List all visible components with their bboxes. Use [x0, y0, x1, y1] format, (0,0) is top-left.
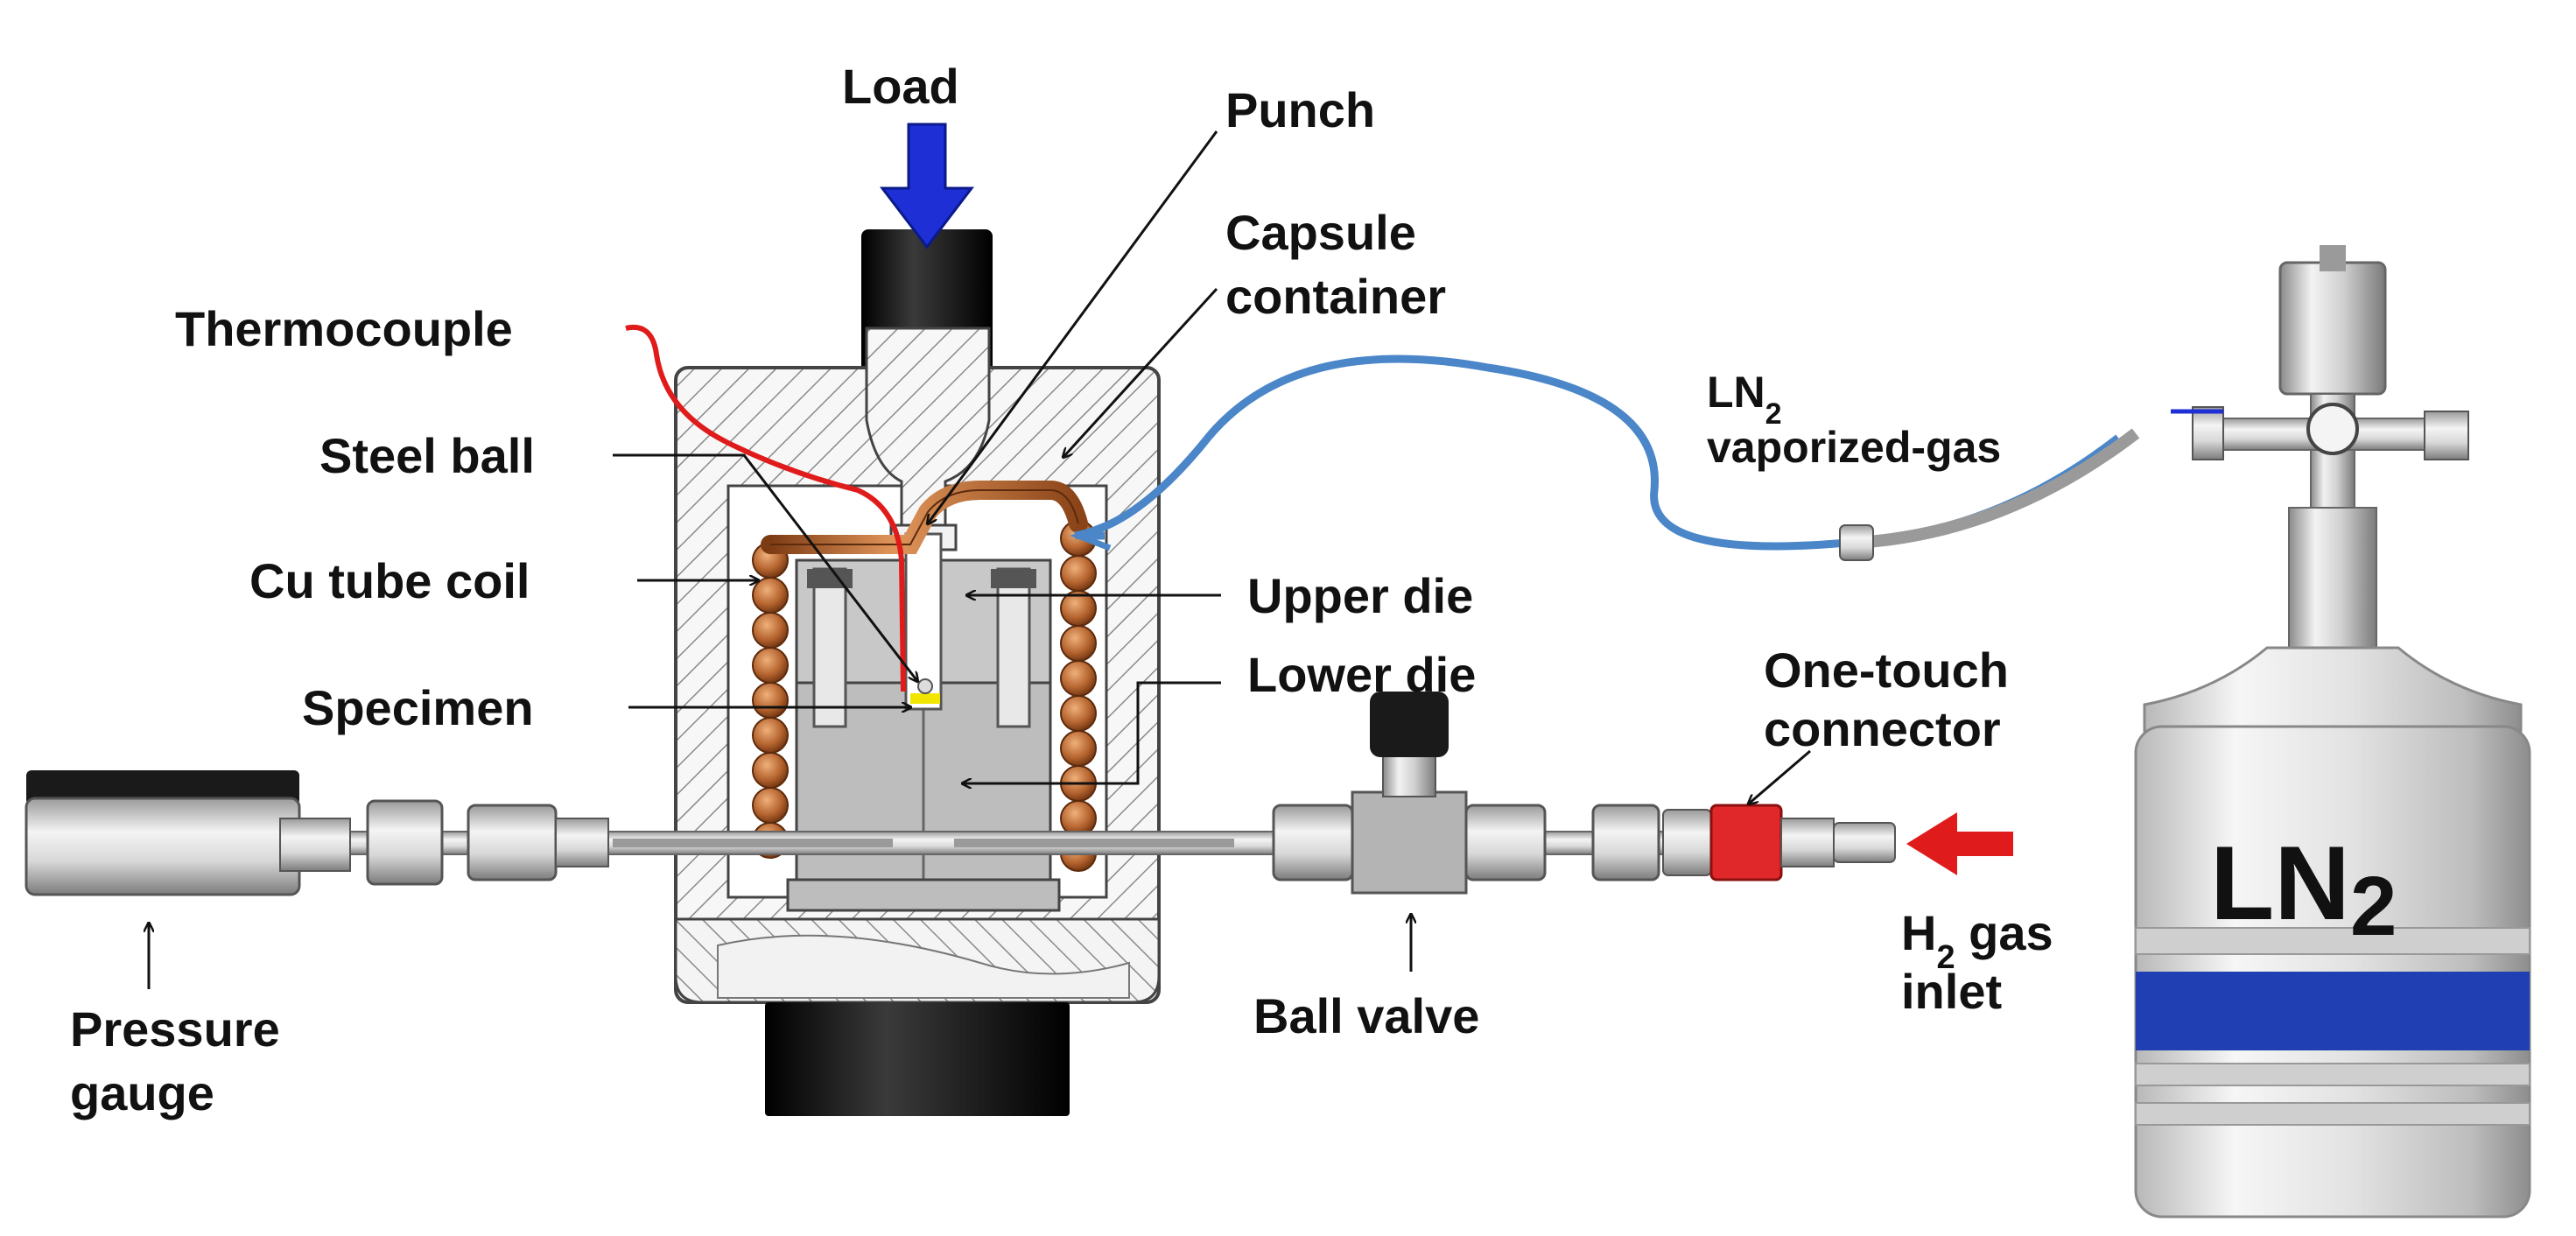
- label-ln2-gas-line2: vaporized-gas: [1707, 423, 2001, 472]
- coil-turn-left: [752, 612, 789, 649]
- coil-turn-left: [752, 647, 789, 684]
- coil-turn-left: [752, 752, 789, 789]
- load-arrow: [879, 123, 975, 249]
- coil-turn-left: [752, 577, 789, 614]
- ln2-metal-hose: [1855, 428, 2140, 549]
- label-steel-ball: Steel ball: [319, 428, 535, 483]
- pressure-gauge: [25, 770, 351, 896]
- label-lower-die: Lower die: [1247, 647, 1476, 702]
- label-ln2-gas-line1: LN2: [1707, 368, 1782, 431]
- coil-turn-right: [1060, 695, 1097, 732]
- label-one-touch-line2: connector: [1764, 701, 2001, 756]
- label-h2-inlet-line1: H2 gas: [1901, 905, 2053, 976]
- coil-turn-left: [752, 682, 789, 719]
- label-load: Load: [842, 59, 959, 114]
- right-fittings: [1591, 804, 1896, 881]
- coil-turn-right: [1060, 660, 1097, 697]
- coil-turn-left: [752, 717, 789, 754]
- h2-inlet-arrow: [1906, 812, 2013, 875]
- label-capsule-line1: Capsule: [1225, 205, 1416, 260]
- coil-turn-right: [1060, 555, 1097, 592]
- label-pressure-line1: Pressure: [70, 1001, 280, 1057]
- coil-turn-right: [1060, 730, 1097, 767]
- label-one-touch-line1: One-touch: [1764, 643, 2009, 698]
- label-cu-tube-coil: Cu tube coil: [249, 553, 530, 608]
- steel-ball: [917, 678, 933, 694]
- label-ln2-tank: LN2: [2210, 825, 2397, 953]
- coil-turn-left: [752, 787, 789, 824]
- label-h2-inlet-line2: inlet: [1901, 964, 2002, 1019]
- label-specimen: Specimen: [302, 680, 534, 735]
- thermocouple-wire: [625, 324, 906, 692]
- label-punch: Punch: [1225, 82, 1375, 137]
- label-upper-die: Upper die: [1247, 568, 1473, 623]
- coil-turn-right: [1060, 625, 1097, 662]
- label-pressure-line2: gauge: [70, 1065, 214, 1120]
- bottom-support: [765, 1002, 1070, 1116]
- left-fittings: [366, 799, 609, 886]
- ball-valve: [1272, 692, 1547, 895]
- tank-blue-band: [2136, 972, 2530, 1050]
- specimen: [910, 693, 940, 704]
- one-touch-connector: [1709, 804, 1783, 881]
- label-ball-valve: Ball valve: [1253, 988, 1479, 1043]
- leader-lines: [149, 130, 1811, 989]
- label-capsule-line2: container: [1225, 269, 1446, 324]
- label-thermocouple: Thermocouple: [175, 301, 513, 356]
- ln2-tank: [2134, 245, 2531, 1218]
- cu-tube-coil: [752, 481, 1097, 872]
